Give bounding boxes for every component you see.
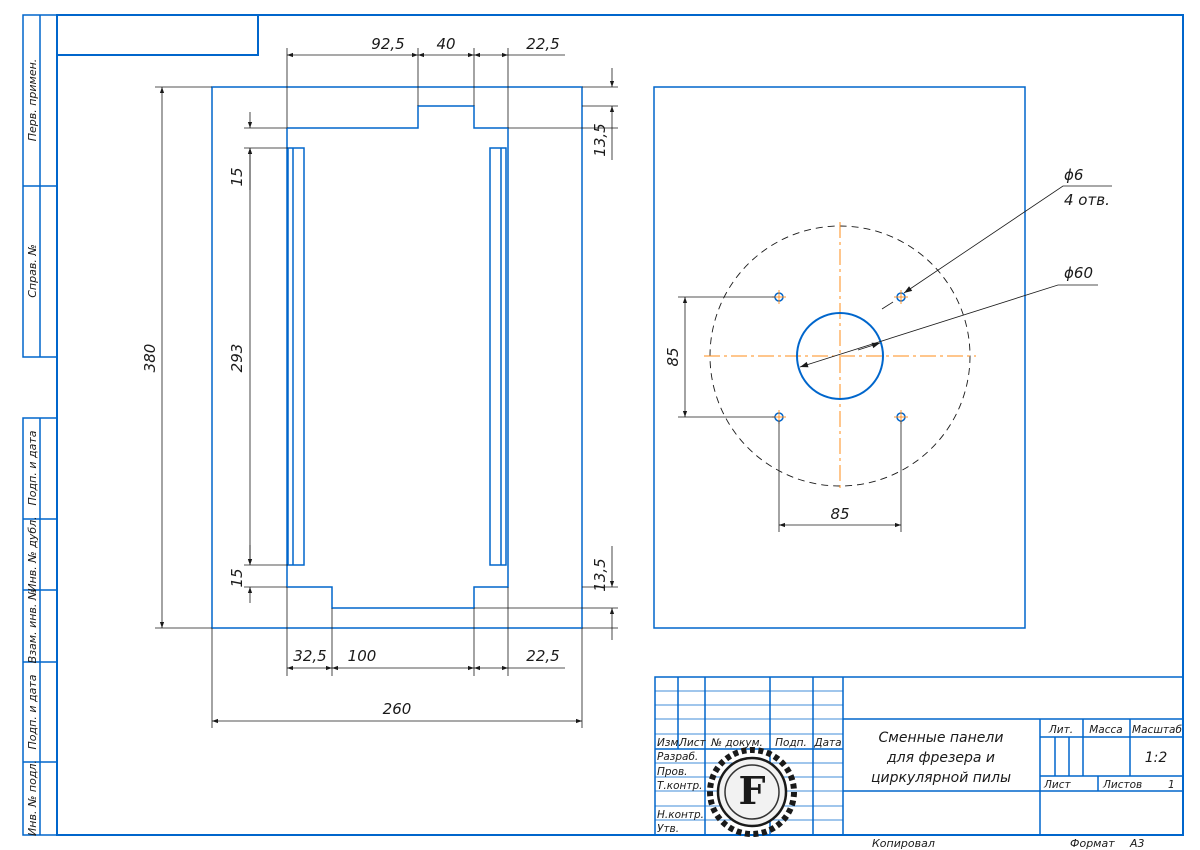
tb-header-sign: Подп. [775, 737, 807, 749]
tb-header-date: Дата [813, 737, 841, 749]
dim-right-top-13-5: 13,5 [591, 123, 609, 156]
tb-role-nkontr: Н.контр. [657, 809, 704, 821]
dim-bot-32-5: 32,5 [293, 647, 326, 665]
tb-title-line-1: Сменные панели [879, 730, 1004, 746]
tb-header-sheets: Листов [1102, 779, 1142, 791]
tb-format-value: А3 [1129, 837, 1145, 850]
tb-scale-value: 1:2 [1145, 750, 1168, 766]
tb-role-tkontr: Т.контр. [657, 780, 703, 792]
dim-top-92-5: 92,5 [371, 35, 404, 53]
tb-format-label: Формат [1070, 837, 1115, 850]
tb-role-razrab: Разраб. [657, 751, 698, 763]
dim-height-380: 380 [141, 344, 159, 373]
label-center-diameter: ϕ60 [1064, 264, 1093, 282]
dim-left-bottom-15: 15 [228, 568, 246, 587]
side-label-inv-dubl: Инв. № дубл. [26, 516, 39, 591]
side-label-inv-podl: Инв. № подл. [26, 760, 39, 836]
gear-emblem-icon: F [707, 747, 797, 837]
label-hole-diameter: ϕ6 [1064, 166, 1083, 184]
tb-sheets-count: 1 [1168, 779, 1175, 791]
left-slot [287, 147, 305, 566]
left-panel-view: 92,5 40 22,5 13,5 13,5 15 293 15 380 32,… [141, 35, 618, 728]
title-block: Изм. Лист № докум. Подп. Дата Разраб. Пр… [654, 676, 1184, 850]
tb-title-line-2: для фрезера и [886, 750, 995, 766]
side-label-perv: Перв. примен. [26, 59, 39, 142]
right-panel-view: ϕ6 4 отв. ϕ60 85 85 [653, 86, 1112, 629]
dimension-lines [159, 52, 615, 724]
tb-header-doc: № докум. [710, 737, 763, 749]
tb-header-lit: Лит. [1048, 724, 1073, 736]
left-panel-cutout [286, 105, 509, 609]
sheet-frame [56, 14, 1184, 836]
tb-header-mass: Масса [1089, 724, 1122, 736]
dim-bot-22-5: 22,5 [526, 647, 559, 665]
svg-text:F: F [739, 768, 766, 813]
tb-copied: Копировал [872, 837, 935, 850]
dim-left-top-15: 15 [228, 167, 246, 186]
side-stamp [22, 14, 58, 836]
dim-top-40: 40 [436, 35, 455, 53]
tb-header-izm: Изм. [657, 737, 682, 749]
dim-bot-100: 100 [348, 647, 377, 665]
center-axes [704, 222, 976, 488]
side-label-podp1: Подп. и дата [26, 430, 39, 505]
dim-width-260: 260 [383, 700, 412, 718]
right-panel-outline [653, 86, 1026, 629]
extension-lines [155, 48, 618, 728]
dim-top-22-5: 22,5 [526, 35, 559, 53]
dim-left-293: 293 [228, 344, 246, 373]
tb-header-scale: Масштаб [1132, 724, 1182, 736]
tb-role-prov: Пров. [657, 766, 688, 778]
dim-right-bottom-13-5: 13,5 [591, 558, 609, 591]
side-label-sprav: Справ. № [26, 244, 39, 298]
label-hole-count: 4 отв. [1064, 191, 1110, 209]
side-labels: Перв. примен. Справ. № Подп. и дата Инв.… [26, 59, 39, 836]
side-label-podp2: Подп. и дата [26, 674, 39, 749]
right-dimension-lines [678, 185, 1112, 532]
dim-vertical-85: 85 [664, 347, 682, 366]
center-hole [796, 312, 884, 400]
tb-header-sheet: Лист [1043, 779, 1071, 791]
dim-horizontal-85: 85 [830, 505, 849, 523]
tb-role-utv: Утв. [657, 823, 679, 835]
right-slot [489, 147, 507, 566]
side-label-vzam: Взам. инв. № [26, 589, 39, 664]
left-panel-outline [211, 86, 583, 629]
tb-title-line-3: циркулярной пилы [871, 770, 1011, 786]
tb-header-list: Лист [678, 737, 706, 749]
